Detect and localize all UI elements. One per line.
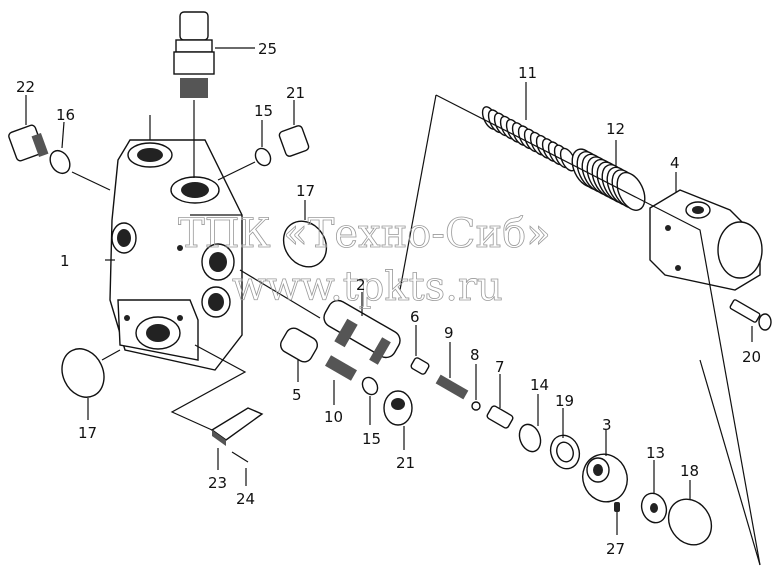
callout-19: 19: [555, 392, 574, 410]
callout-11: 11: [518, 64, 537, 82]
callout-6: 6: [410, 308, 420, 326]
callout-4: 4: [670, 154, 680, 172]
screw-24: [231, 451, 249, 486]
watermark: ТПК «Техно-Сиб» www.tpkts.ru: [178, 211, 552, 311]
o-ring-16: [49, 121, 111, 191]
callout-10: 10: [324, 408, 343, 426]
assembly-lines: [105, 94, 761, 566]
o-ring-14: [518, 394, 542, 453]
callout-20: 20: [742, 348, 761, 366]
plug-21-top: [278, 100, 310, 157]
o-ring-18: [667, 480, 713, 546]
callouts: 1 2 3 4 5 6 7 8 9 10 11 12 13 14 15 15 1…: [16, 40, 761, 558]
callout-27: 27: [606, 540, 625, 558]
callout-15-top: 15: [254, 102, 273, 120]
callout-24: 24: [236, 490, 255, 508]
o-ring-17-lower: [61, 348, 121, 420]
callout-13: 13: [646, 444, 665, 462]
o-ring-15-lower: [361, 376, 379, 425]
o-ring-15-top: [217, 120, 272, 181]
callout-21-lower: 21: [396, 454, 415, 472]
callout-17-upper: 17: [296, 182, 315, 200]
spring-seat-5: [280, 327, 318, 382]
callout-25: 25: [258, 40, 277, 58]
ball-8: [471, 364, 481, 411]
watermark-line1: ТПК «Техно-Сиб»: [178, 211, 551, 257]
cap-3: [582, 430, 628, 503]
spring-11: [481, 82, 577, 172]
washer-13: [640, 460, 668, 524]
callout-21-top: 21: [286, 84, 305, 102]
callout-14: 14: [530, 376, 549, 394]
plug-22: [8, 95, 49, 162]
callout-8: 8: [470, 346, 480, 364]
o-ring-17-upper: [282, 200, 328, 268]
check-7: [486, 374, 514, 429]
callout-1: 1: [60, 252, 70, 270]
watermark-line2: www.tpkts.ru: [232, 264, 503, 310]
bolt-20: [729, 299, 772, 342]
callout-16: 16: [56, 106, 75, 124]
plug-21-lower: [383, 390, 413, 450]
callout-15-lower: 15: [362, 430, 381, 448]
spool-2: [239, 269, 401, 365]
spring-9: [435, 342, 469, 400]
callout-3: 3: [602, 416, 612, 434]
callout-22: 22: [16, 78, 35, 96]
pin-27: [614, 502, 620, 535]
relief-valve-25: [173, 11, 255, 178]
callout-18: 18: [680, 462, 699, 480]
valve-body: [109, 139, 243, 371]
spring-12: [571, 140, 646, 211]
spring-coil: [616, 171, 646, 211]
cover-4: [649, 172, 763, 291]
washer-19: [549, 408, 581, 470]
spring-10: [325, 355, 357, 405]
callout-2: 2: [356, 276, 366, 294]
callout-23: 23: [208, 474, 227, 492]
callout-17-lower: 17: [78, 424, 97, 442]
callout-5: 5: [292, 386, 302, 404]
callout-12: 12: [606, 120, 625, 138]
callout-7: 7: [495, 358, 505, 376]
callout-9: 9: [444, 324, 454, 342]
plunger-6: [410, 325, 430, 375]
plate-23: [210, 407, 264, 470]
